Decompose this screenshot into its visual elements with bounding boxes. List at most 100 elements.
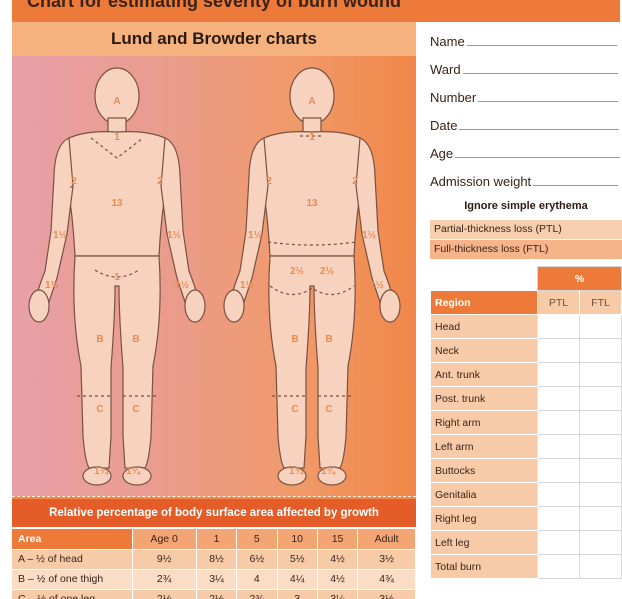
region-header-row: Region PTL FTL — [431, 291, 622, 315]
value-cell: 3½ — [358, 549, 416, 569]
top-title-bar: Chart for estimating severity of burn wo… — [12, 0, 620, 22]
ptl-input-cell[interactable] — [538, 483, 580, 507]
value-cell: 4¾ — [358, 569, 416, 589]
region-percent-label: 2½ — [290, 266, 304, 277]
header-cell: Adult — [358, 529, 416, 549]
value-cell: 3¼ — [317, 589, 357, 599]
ptl-input-cell[interactable] — [538, 315, 580, 339]
ftl-input-cell[interactable] — [580, 339, 622, 363]
ptl-input-cell[interactable] — [538, 459, 580, 483]
region-percent-label: 2½ — [320, 266, 334, 277]
value-cell: 3½ — [358, 589, 416, 599]
number-field[interactable]: Number — [430, 90, 618, 105]
ftl-header: FTL — [580, 291, 622, 315]
table-row: Total burn — [431, 555, 622, 579]
header-cell: 1 — [196, 529, 236, 549]
table-row: C – ½ of one leg 2½ 2½ 2¾ 3 3¼ 3½ — [12, 589, 416, 599]
header-cell: 5 — [237, 529, 277, 549]
ward-field[interactable]: Ward — [430, 62, 618, 77]
region-percent-label: 2 — [352, 176, 358, 187]
ptl-input-cell[interactable] — [538, 507, 580, 531]
region-name: Genitalia — [431, 483, 538, 507]
document-title: Chart for estimating severity of burn wo… — [12, 0, 416, 12]
table-row: B – ½ of one thigh 2¾ 3¼ 4 4¼ 4½ 4¾ — [12, 569, 416, 589]
number-line[interactable] — [478, 101, 618, 102]
region-percent-label: 1¾ — [321, 466, 336, 477]
value-cell: 6½ — [237, 549, 277, 569]
chart-heading: Lund and Browder charts — [12, 22, 416, 56]
ptl-input-cell[interactable] — [538, 363, 580, 387]
area-cell: B – ½ of one thigh — [12, 569, 132, 589]
value-cell: 2¾ — [132, 569, 196, 589]
ftl-input-cell[interactable] — [580, 435, 622, 459]
number-label: Number — [430, 90, 476, 105]
region-percent-label: 2 — [157, 176, 163, 187]
name-field[interactable]: Name — [430, 34, 617, 49]
admission-weight-line[interactable] — [533, 185, 618, 186]
table-row: Ant. trunk — [431, 363, 622, 387]
region-percent-label: 1½ — [240, 280, 254, 291]
table-row: Head — [431, 315, 622, 339]
admission-weight-field[interactable]: Admission weight — [430, 174, 618, 189]
value-cell: 8½ — [196, 549, 236, 569]
ptl-header: PTL — [538, 291, 580, 315]
back-body-figure — [224, 68, 400, 485]
growth-table: Area Age 0 1 5 10 15 Adult A – ½ of head… — [12, 529, 416, 599]
table-row: Neck — [431, 339, 622, 363]
name-line[interactable] — [467, 45, 617, 46]
ignore-note: Ignore simple erythema — [430, 200, 622, 212]
header-cell: 15 — [317, 529, 357, 549]
record-panel: Name Ward Number Date Age Admission weig… — [416, 22, 622, 599]
ward-line[interactable] — [463, 73, 618, 74]
region-percent-label: C — [96, 404, 103, 415]
ptl-input-cell[interactable] — [538, 531, 580, 555]
value-cell: 3 — [277, 589, 317, 599]
ptl-input-cell[interactable] — [538, 387, 580, 411]
percent-header-row: % — [431, 267, 622, 291]
ftl-input-cell[interactable] — [580, 531, 622, 555]
ptl-input-cell[interactable] — [538, 411, 580, 435]
ftl-input-cell[interactable] — [580, 483, 622, 507]
region-percent-label: 1¾ — [126, 466, 141, 477]
region-percent-label: B — [132, 334, 139, 345]
date-label: Date — [430, 118, 457, 133]
ftl-input-cell[interactable] — [580, 315, 622, 339]
value-cell: 5½ — [277, 549, 317, 569]
table-row: Genitalia — [431, 483, 622, 507]
region-name: Left leg — [431, 531, 538, 555]
area-cell: C – ½ of one leg — [12, 589, 132, 599]
ftl-input-cell[interactable] — [580, 459, 622, 483]
ftl-input-cell[interactable] — [580, 387, 622, 411]
percent-header: % — [538, 267, 622, 291]
region-percent-label: 1½ — [167, 230, 181, 241]
region-percent-label: 2 — [266, 176, 272, 187]
table-row: Left arm — [431, 435, 622, 459]
ptl-input-cell[interactable] — [538, 435, 580, 459]
date-field[interactable]: Date — [430, 118, 619, 133]
table-row: A – ½ of head 9½ 8½ 6½ 5½ 4½ 3½ — [12, 549, 416, 569]
lund-browder-panel: Lund and Browder charts — [12, 22, 416, 599]
age-field[interactable]: Age — [430, 146, 620, 161]
value-cell: 4 — [237, 569, 277, 589]
ftl-input-cell[interactable] — [580, 555, 622, 579]
age-line[interactable] — [455, 157, 620, 158]
ptl-input-cell[interactable] — [538, 555, 580, 579]
region-percent-label: 1 — [114, 272, 120, 283]
ftl-input-cell[interactable] — [580, 363, 622, 387]
ftl-input-cell[interactable] — [580, 507, 622, 531]
value-cell: 2½ — [132, 589, 196, 599]
region-percent-label: 2 — [71, 176, 77, 187]
table-row: Right leg — [431, 507, 622, 531]
date-line[interactable] — [459, 129, 619, 130]
region-percent-label: 1½ — [175, 280, 189, 291]
value-cell: 3¼ — [196, 569, 236, 589]
blank-cell — [431, 267, 538, 291]
ftl-input-cell[interactable] — [580, 411, 622, 435]
region-name: Left arm — [431, 435, 538, 459]
ptl-input-cell[interactable] — [538, 339, 580, 363]
region-percent-label: A — [308, 96, 315, 107]
region-name: Head — [431, 315, 538, 339]
region-percent-label: C — [291, 404, 298, 415]
